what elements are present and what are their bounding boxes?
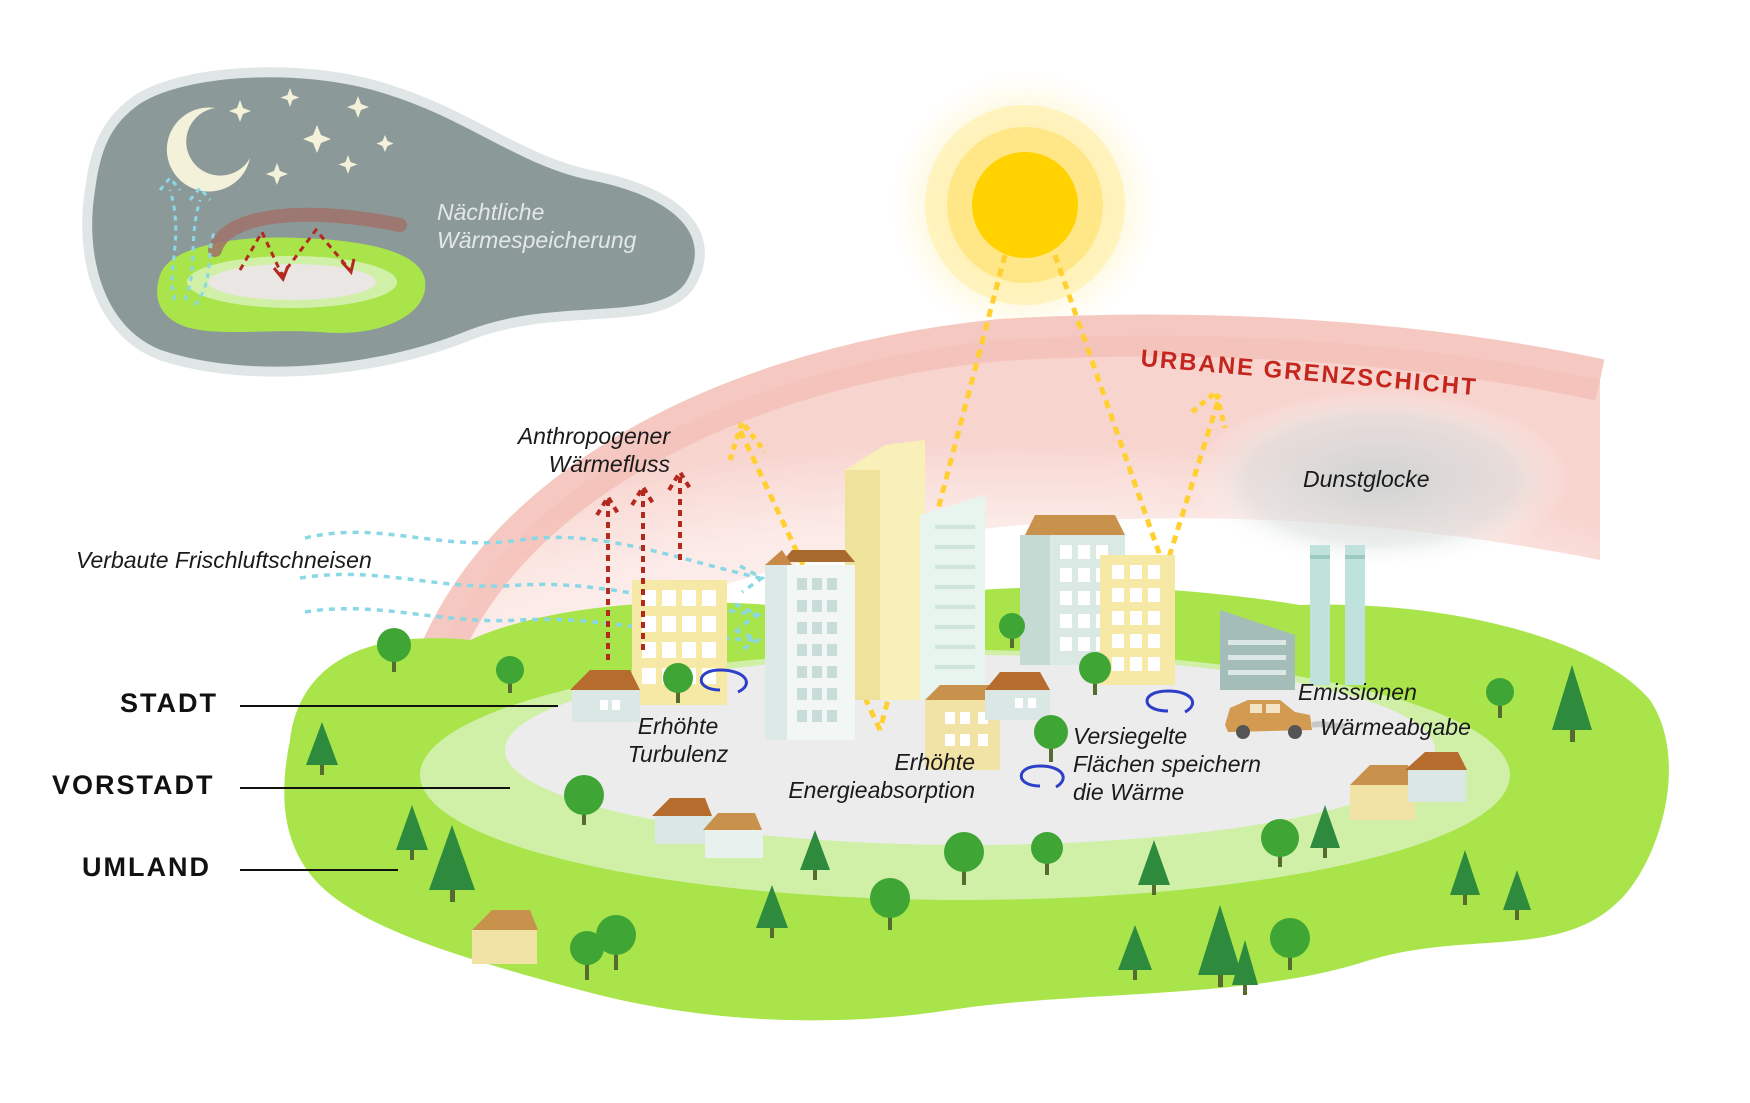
anthropogenic-heat-arrows bbox=[595, 468, 693, 660]
deciduous-tree bbox=[1034, 715, 1068, 762]
deciduous-tree bbox=[564, 775, 604, 825]
conifer-tree bbox=[306, 722, 338, 775]
deciduous-tree bbox=[1261, 819, 1299, 867]
sealed-surfaces-line-2: Flächen speichern bbox=[1073, 751, 1261, 777]
night-heat-zigzag-arrow bbox=[238, 227, 352, 278]
turbulence-line-2: Turbulenz bbox=[627, 741, 729, 767]
house bbox=[472, 910, 538, 964]
sun-ray-arrowheads bbox=[727, 387, 1228, 461]
conifer-tree bbox=[1503, 870, 1531, 920]
star-icon bbox=[338, 155, 358, 174]
deciduous-tree bbox=[570, 931, 604, 980]
conifer-tree bbox=[1310, 805, 1340, 858]
turbulence-swirls bbox=[699, 668, 1195, 789]
energy-absorption-line-1: Erhöhte bbox=[894, 749, 975, 775]
smokestacks bbox=[1310, 545, 1365, 685]
conifer-tree bbox=[396, 805, 428, 860]
arrowhead-icon bbox=[272, 265, 290, 282]
deciduous-tree bbox=[1079, 652, 1111, 695]
night-cooling-arrows bbox=[158, 175, 217, 306]
anthropogenic-heat-line-2: Wärmefluss bbox=[548, 451, 670, 477]
night-heat-storage-line-2: Wärmespeicherung bbox=[437, 227, 637, 253]
sealed-surfaces-label: Versiegelte Flächen speichern die Wärme bbox=[1073, 722, 1261, 806]
energy-absorption-line-2: Energieabsorption bbox=[788, 777, 975, 803]
city-buildings bbox=[632, 440, 1175, 770]
conifer-tree bbox=[1552, 665, 1592, 742]
anthropogenic-heat-label: Anthropogener Wärmefluss bbox=[490, 422, 670, 478]
swirl-icon bbox=[1019, 764, 1065, 789]
deciduous-tree bbox=[1486, 678, 1514, 718]
star-icon bbox=[266, 163, 288, 185]
zone-leader-lines bbox=[240, 705, 558, 871]
star-icon bbox=[229, 100, 251, 122]
conifer-tree bbox=[800, 830, 830, 880]
zone-rural-label: UMLAND bbox=[82, 852, 211, 882]
sun bbox=[890, 70, 1160, 340]
swirl-icon bbox=[699, 668, 748, 694]
houses bbox=[472, 670, 1467, 964]
energy-absorption-label: Erhöhte Energieabsorption bbox=[765, 748, 975, 804]
conifer-tree bbox=[1118, 925, 1152, 980]
night-island-city bbox=[208, 264, 376, 300]
night-heat-storage-label: Nächtliche Wärmespeicherung bbox=[437, 198, 636, 254]
zone-suburb-label: VORSTADT bbox=[52, 770, 215, 800]
conifer-tree bbox=[1232, 940, 1258, 995]
turbulence-line-1: Erhöhte bbox=[637, 713, 719, 739]
car-icon bbox=[1225, 700, 1346, 739]
night-inset-panel bbox=[82, 67, 705, 377]
zone-city-label: STADT bbox=[120, 688, 218, 718]
deciduous-tree bbox=[596, 915, 636, 970]
turbulence-label: Erhöhte Turbulenz bbox=[618, 712, 738, 768]
sun-disc bbox=[972, 152, 1078, 258]
trees bbox=[306, 613, 1592, 995]
fresh-air-corridors-label: Verbaute Frischluftschneisen bbox=[76, 547, 372, 573]
deciduous-tree bbox=[1270, 918, 1310, 970]
star-icon bbox=[347, 96, 369, 118]
deciduous-tree bbox=[663, 663, 693, 703]
moon-icon bbox=[166, 107, 250, 192]
house bbox=[1350, 765, 1415, 820]
house bbox=[570, 670, 640, 722]
anthropogenic-heat-line-1: Anthropogener bbox=[517, 423, 670, 449]
conifer-tree bbox=[1198, 905, 1242, 987]
conifer-tree bbox=[756, 885, 788, 938]
arrowhead-icon bbox=[340, 258, 356, 276]
boundary-layer-band bbox=[394, 314, 1605, 762]
star-icon bbox=[280, 88, 300, 107]
emissions-label: Emissionen bbox=[1298, 679, 1417, 705]
star-icon bbox=[376, 135, 394, 152]
night-heat-storage-line-1: Nächtliche bbox=[437, 199, 545, 225]
haze-label: Dunstglocke bbox=[1303, 466, 1430, 492]
house bbox=[652, 798, 713, 844]
star-icon bbox=[303, 125, 331, 153]
deciduous-tree bbox=[496, 656, 524, 693]
deciduous-tree bbox=[944, 832, 984, 885]
sealed-surfaces-line-1: Versiegelte bbox=[1073, 723, 1188, 749]
star-icons bbox=[229, 88, 394, 185]
deciduous-tree bbox=[1031, 832, 1063, 875]
night-heat-dome-arc bbox=[208, 207, 407, 257]
deciduous-tree bbox=[377, 628, 411, 672]
swirl-icon bbox=[1145, 689, 1195, 714]
conifer-tree bbox=[1450, 850, 1480, 905]
deciduous-tree bbox=[999, 613, 1025, 648]
sealed-surfaces-line-3: die Wärme bbox=[1073, 779, 1185, 805]
house bbox=[1405, 752, 1467, 802]
house bbox=[703, 813, 763, 858]
conifer-tree bbox=[1138, 840, 1170, 895]
heat-release-label: Wärmeabgabe bbox=[1320, 714, 1471, 740]
haze-cloud bbox=[1190, 390, 1570, 570]
house bbox=[985, 672, 1050, 720]
conifer-tree bbox=[429, 825, 475, 902]
factory-building bbox=[1220, 610, 1295, 690]
deciduous-tree bbox=[870, 878, 910, 930]
